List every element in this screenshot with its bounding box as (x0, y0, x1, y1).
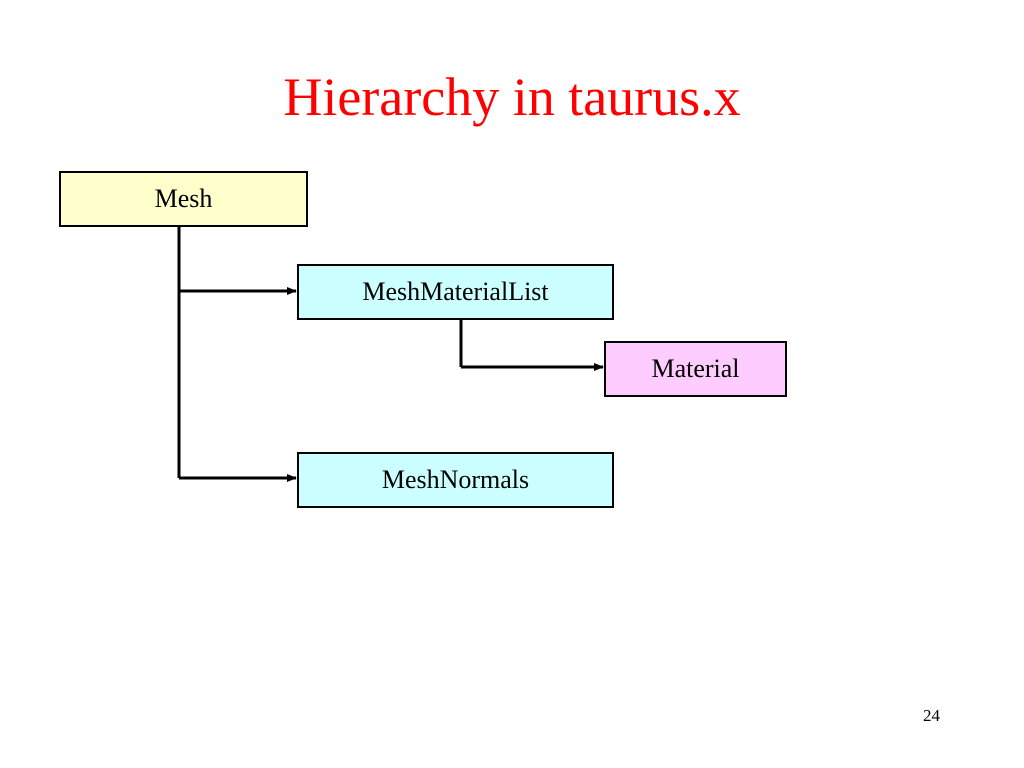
node-mesh: Mesh (59, 171, 308, 227)
node-mesh-normals: MeshNormals (297, 452, 614, 508)
page-number: 24 (923, 706, 940, 725)
node-mesh-material-list: MeshMaterialList (297, 264, 614, 320)
slide-title: Hierarchy in taurus.x (283, 67, 741, 127)
node-material: Material (604, 341, 787, 397)
